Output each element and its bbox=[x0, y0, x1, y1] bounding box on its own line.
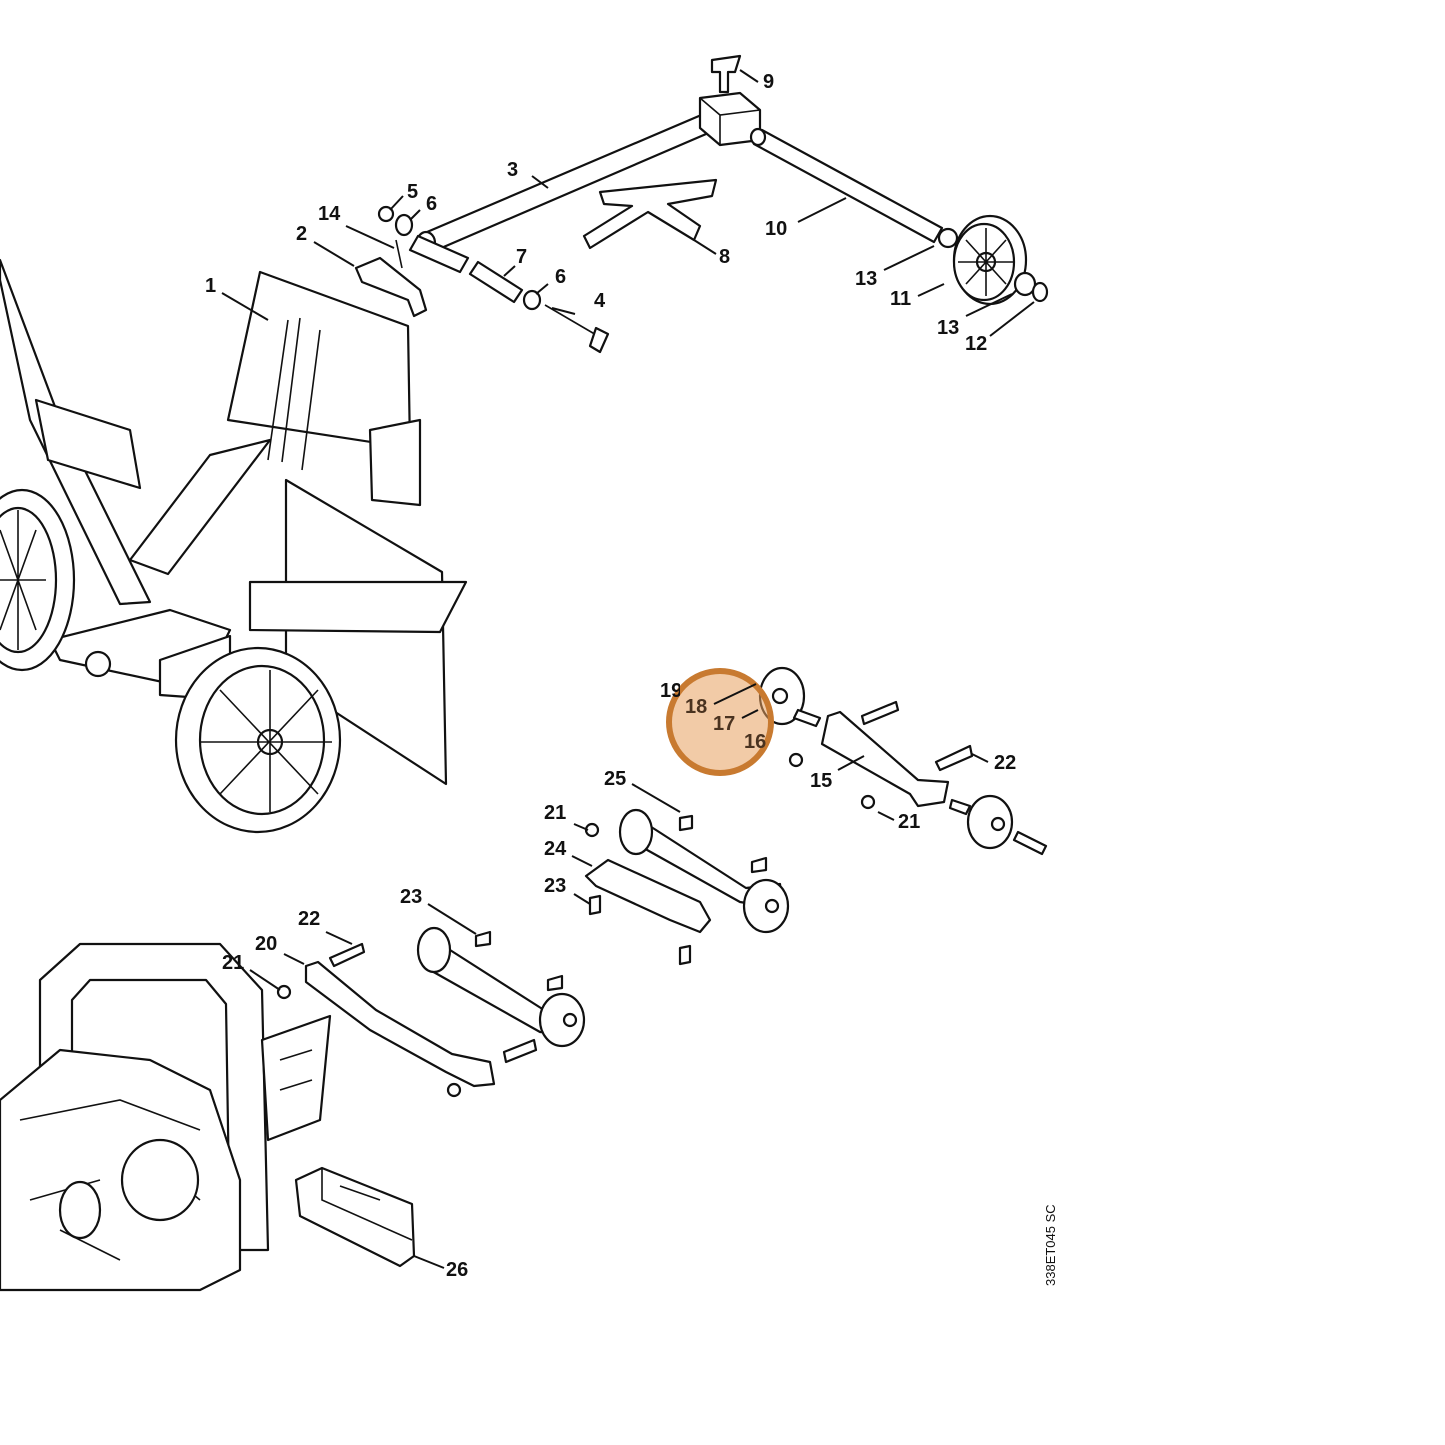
roller-bracket-part-15 bbox=[820, 710, 950, 808]
callout-11: 11 bbox=[890, 288, 911, 310]
callout-6a: 6 bbox=[426, 193, 437, 215]
bolt-part-4 bbox=[522, 289, 610, 354]
callout-7: 7 bbox=[516, 246, 527, 268]
pin-part-7 bbox=[468, 260, 524, 304]
callout-23b: 23 bbox=[544, 875, 566, 897]
callout-3: 3 bbox=[507, 159, 518, 181]
bracket-part-25 bbox=[618, 808, 790, 934]
callout-22a: 22 bbox=[298, 908, 320, 930]
callout-14: 14 bbox=[318, 203, 341, 225]
callout-labels: 1 2 3 4 5 6 6 7 8 9 10 11 12 13 13 14 15… bbox=[205, 71, 1016, 1281]
callout-8: 8 bbox=[719, 246, 730, 268]
callout-17: 17 bbox=[713, 713, 735, 735]
drawing-code: 338ET045 SC bbox=[1043, 1204, 1058, 1286]
callout-25: 25 bbox=[604, 768, 626, 790]
handle-part-26 bbox=[294, 1166, 416, 1268]
roller-right bbox=[860, 744, 1048, 856]
tee-connector-part-9 bbox=[698, 54, 762, 147]
callout-6b: 6 bbox=[555, 266, 566, 288]
callout-20: 20 bbox=[255, 933, 277, 955]
callout-13a: 13 bbox=[855, 268, 877, 290]
nut-part-5 bbox=[377, 205, 414, 237]
callout-16: 16 bbox=[744, 731, 766, 753]
callout-22b: 22 bbox=[994, 752, 1016, 774]
callout-26: 26 bbox=[446, 1259, 468, 1281]
frame-assembly bbox=[0, 258, 468, 834]
callout-19: 19 bbox=[660, 680, 682, 702]
machine-body bbox=[0, 942, 332, 1292]
callout-12: 12 bbox=[965, 333, 987, 355]
bracket-lower-roller bbox=[416, 926, 586, 1064]
callout-9: 9 bbox=[763, 71, 774, 93]
callout-18: 18 bbox=[685, 696, 707, 718]
callout-5: 5 bbox=[407, 181, 418, 203]
highlight-circle bbox=[666, 668, 774, 776]
callout-24: 24 bbox=[544, 838, 567, 860]
callout-23a: 23 bbox=[400, 886, 422, 908]
callout-2: 2 bbox=[296, 223, 307, 245]
callout-1: 1 bbox=[205, 275, 216, 297]
callout-4: 4 bbox=[594, 290, 606, 312]
callout-10: 10 bbox=[765, 218, 787, 240]
callout-21b: 21 bbox=[544, 802, 566, 824]
handle-bar-part-3 bbox=[408, 108, 729, 274]
wheel-part-11 bbox=[952, 214, 1049, 306]
leader-lines bbox=[221, 69, 1035, 1269]
plate-part-24 bbox=[584, 822, 712, 966]
bracket-part-2 bbox=[354, 239, 428, 318]
callout-13b: 13 bbox=[937, 317, 959, 339]
bracket-part-20 bbox=[276, 942, 496, 1098]
axle-tube-part-10 bbox=[749, 127, 959, 249]
cross-plate-part-8 bbox=[582, 178, 718, 250]
callout-15: 15 bbox=[810, 770, 832, 792]
callout-21c: 21 bbox=[898, 811, 920, 833]
callout-21a: 21 bbox=[222, 952, 244, 974]
